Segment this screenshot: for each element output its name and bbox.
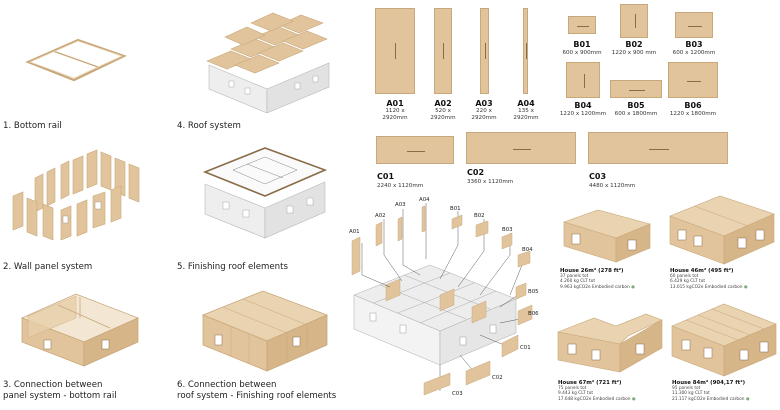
exploded-label-c02: C02 xyxy=(492,375,503,381)
house-46-clt: 6.429 kg CLT tot xyxy=(670,279,706,285)
house-26-carbon-text: 9.963 kgCO2e Embodied carbon xyxy=(560,284,630,290)
house-26-clt: 4.260 kg CLT tot xyxy=(560,279,596,285)
panel-a02-dim2: 2920mm xyxy=(430,115,456,121)
exploded-label-a02: A02 xyxy=(375,213,386,219)
panel-b05-dim: 600 x 1800mm xyxy=(614,111,658,117)
panel-b01-dim: 600 x 900mm xyxy=(562,50,602,56)
panel-c02 xyxy=(466,132,576,164)
step-3-label-line2: panel system - bottom rail xyxy=(3,391,117,401)
panel-a02-code: A02 xyxy=(434,99,452,108)
panel-b04-code: B04 xyxy=(574,101,592,110)
panel-b06-code: B06 xyxy=(684,101,702,110)
house-26-title: House 26m² (278 ft²) xyxy=(560,268,624,274)
house-67-clt: 9.443 kg CLT tot xyxy=(558,391,594,397)
exploded-label-a03: A03 xyxy=(395,202,406,208)
house-84-illustration xyxy=(671,303,777,377)
exploded-label-b04: B04 xyxy=(522,247,533,253)
roof-system-illustration xyxy=(206,12,330,113)
house-84-title: House 84m² (904,17 ft²) xyxy=(672,380,746,386)
house-46-carbon-text: 13.015 kgCO2e Embodied carbon xyxy=(670,284,743,290)
panel-a02 xyxy=(434,8,452,94)
panel-b04-dim: 1220 x 1200mm xyxy=(559,111,607,117)
panel-c02-code: C02 xyxy=(467,168,485,177)
panel-b02 xyxy=(620,4,648,38)
panel-a03-code: A03 xyxy=(475,99,493,108)
panel-a04-dim2: 2920mm xyxy=(513,115,539,121)
house-67-title: House 67m² (721 ft²) xyxy=(558,380,622,386)
panel-c03-code: C03 xyxy=(589,172,607,181)
connection-roof-illustration xyxy=(201,290,329,372)
panel-b06 xyxy=(668,62,718,98)
bottom-rail-illustration xyxy=(25,38,127,82)
house-84-carbon: 21.117 kgCO2e Embodied carbon ● xyxy=(672,397,750,402)
panel-b04 xyxy=(566,62,600,98)
wall-panel-illustration xyxy=(12,149,140,240)
house-67-carbon: 17.648 kgCO2e Embodied carbon ● xyxy=(558,397,636,402)
panel-b02-dim: 1220 x 900 mm xyxy=(611,50,657,56)
step-3-label: 3. Connection between xyxy=(3,380,103,390)
panel-a04 xyxy=(523,8,528,94)
exploded-label-a04: A04 xyxy=(419,197,430,203)
exploded-label-b02: B02 xyxy=(474,213,485,219)
finishing-roof-illustration xyxy=(202,147,328,239)
panel-a01-dim2: 2920mm xyxy=(382,115,408,121)
exploded-label-b01: B01 xyxy=(450,206,461,212)
house-46-panels: 60 panels tot xyxy=(670,274,699,279)
house-26-carbon: 9.963 kgCO2e Embodied carbon ● xyxy=(560,285,635,290)
panel-c03-dim: 4480 x 1120mm xyxy=(589,183,636,189)
exploded-label-a01: A01 xyxy=(349,229,360,235)
step-1-label: 1. Bottom rail xyxy=(3,121,62,131)
panel-a03 xyxy=(480,8,489,94)
exploded-label-b05: B05 xyxy=(528,289,539,295)
leaf-icon: ● xyxy=(631,284,635,290)
house-46-title: House 46m² (495 ft²) xyxy=(670,268,734,274)
panel-c01-dim: 2240 x 1120mm xyxy=(377,183,424,189)
exploded-assembly-diagram: A01 A02 A03 A04 B01 B02 B03 B04 B05 B06 … xyxy=(349,197,539,397)
panel-b02-code: B02 xyxy=(625,40,643,49)
leaf-icon: ● xyxy=(745,396,750,402)
panel-b05-code: B05 xyxy=(627,101,645,110)
house-67-illustration xyxy=(556,313,663,373)
panel-c02-dim: 3360 x 1120mm xyxy=(467,179,514,185)
house-84-carbon-text: 21.117 kgCO2e Embodied carbon xyxy=(672,396,745,402)
house-46-illustration xyxy=(669,195,775,265)
step-4-label: 4. Roof system xyxy=(177,121,241,131)
step-2-label: 2. Wall panel system xyxy=(3,262,93,272)
house-26-panels: 37 panels tot xyxy=(560,274,589,279)
house-84-clt: 11.300 kg CLT tot xyxy=(672,391,710,397)
panel-a04-dim: 135 x xyxy=(518,108,534,114)
panel-a01 xyxy=(375,8,415,94)
house-84-panels: 95 panels tot xyxy=(672,386,701,391)
exploded-label-c03: C03 xyxy=(452,391,463,397)
house-46-carbon: 13.015 kgCO2e Embodied carbon ● xyxy=(670,285,748,290)
panel-a02-dim: 520 x xyxy=(435,108,451,114)
panel-b06-dim: 1220 x 1800mm xyxy=(669,111,717,117)
exploded-label-b03: B03 xyxy=(502,227,513,233)
exploded-label-c01: C01 xyxy=(520,345,531,351)
panel-a01-code: A01 xyxy=(386,99,404,108)
house-26-illustration xyxy=(563,209,651,263)
leaf-icon: ● xyxy=(631,396,636,402)
panel-b01 xyxy=(568,16,596,34)
panel-c01-code: C01 xyxy=(377,172,395,181)
step-6-label-line2: roof system - Finishing roof elements xyxy=(177,391,337,401)
panel-a03-dim: 220 x xyxy=(476,108,492,114)
panel-a03-dim2: 2920mm xyxy=(471,115,497,121)
exploded-label-b06: B06 xyxy=(528,311,539,317)
step-6-label: 6. Connection between xyxy=(177,380,277,390)
house-67-panels: 75 panels tot xyxy=(558,386,587,391)
panel-b03 xyxy=(675,12,713,38)
panel-c01 xyxy=(376,136,454,164)
panel-b03-code: B03 xyxy=(685,40,703,49)
leaf-icon: ● xyxy=(743,284,748,290)
panel-b05 xyxy=(610,80,662,98)
panel-b01-code: B01 xyxy=(573,40,591,49)
step-5-label: 5. Finishing roof elements xyxy=(177,262,288,272)
panel-c03 xyxy=(588,132,728,164)
panel-b03-dim: 600 x 1200mm xyxy=(672,50,716,56)
panel-a01-dim: 1120 x xyxy=(385,108,405,114)
house-67-carbon-text: 17.648 kgCO2e Embodied carbon xyxy=(558,396,631,402)
connection-bottom-rail-illustration xyxy=(20,293,140,367)
panel-a04-code: A04 xyxy=(517,99,535,108)
